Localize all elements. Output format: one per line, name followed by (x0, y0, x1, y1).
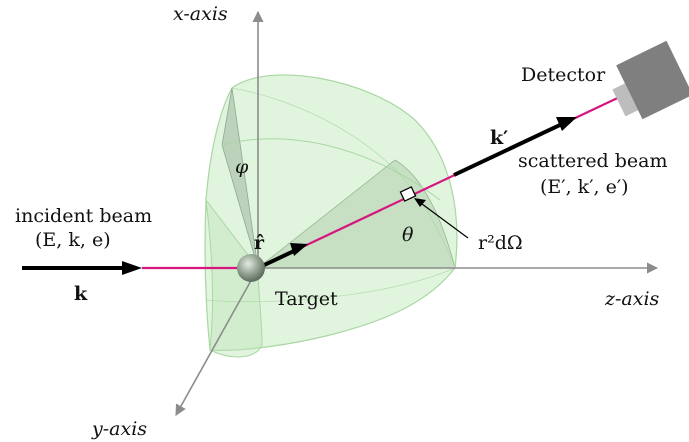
k-label: k (74, 283, 88, 305)
sphere-octant (204, 74, 458, 358)
y-axis-line (175, 267, 259, 416)
polar-wedge (256, 159, 456, 269)
octant-shell (204, 74, 458, 351)
scattered-beam-params: (E′, k′, e′) (540, 176, 629, 198)
target (237, 254, 265, 282)
detector (612, 40, 689, 120)
theta-label: θ (402, 224, 414, 246)
incident-beam-label: incident beam (15, 205, 153, 227)
detector-label: Detector (521, 64, 606, 86)
incident-beam-params: (E, k, e) (35, 229, 111, 251)
r-hat-label: r̂ (254, 232, 265, 254)
detector-window (612, 83, 639, 117)
scattered-beam-label: scattered beam (518, 150, 668, 172)
incident-beam-arrowhead (122, 261, 142, 275)
latitude-arc (221, 138, 441, 201)
solid-angle-element (399, 186, 417, 202)
z-axis-label: z-axis (605, 288, 660, 310)
scattered-beam-arrow-k-prime (453, 122, 563, 177)
target-label: Target (275, 288, 338, 310)
y-axis-label: y-axis (92, 418, 148, 440)
solid-angle-label: r²dΩ (478, 232, 523, 254)
x-axis-label: x-axis (173, 3, 228, 25)
azimuth-wedge (221, 87, 259, 269)
meridian-arc (231, 87, 456, 269)
coordinate-axes (175, 10, 659, 416)
equator-arc (205, 267, 456, 303)
phi-label: φ (235, 156, 249, 178)
solid-angle-pointer (417, 200, 469, 239)
unit-vector-r-hat-arrowhead (290, 243, 308, 256)
detector-body (616, 40, 689, 120)
target-sphere (237, 254, 265, 282)
k-prime-label: k′ (490, 127, 509, 149)
scattered-beam (257, 93, 627, 270)
octant-lobe-front (205, 198, 263, 358)
scattered-beam-arrowhead (556, 117, 577, 131)
solid-angle-pointer-head (414, 198, 426, 207)
